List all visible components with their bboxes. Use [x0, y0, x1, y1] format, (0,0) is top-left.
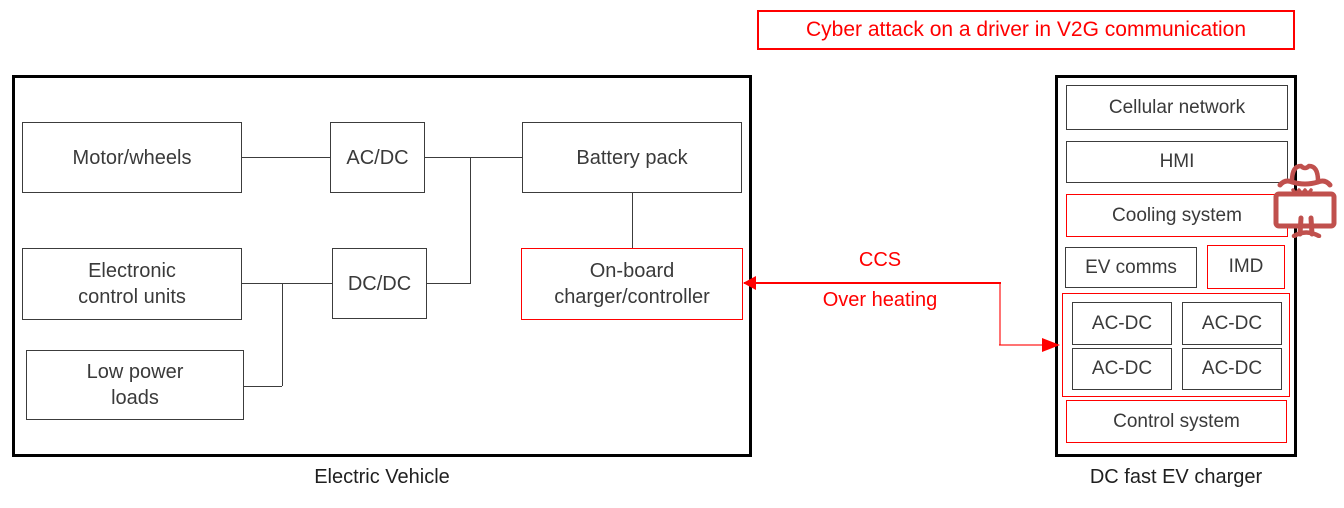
control-system-label: Control system [1113, 410, 1240, 432]
ecu-label-line1: Electronic [88, 260, 176, 282]
over-heating-label: Over heating [822, 289, 938, 311]
imd-box: IMD [1207, 245, 1285, 289]
ev-comms-box: EV comms [1065, 247, 1197, 288]
ac-dc-module-group [1062, 293, 1290, 397]
ac-dc-module-label-3: AC-DC [1091, 358, 1153, 379]
ac-dc-module-box-4: AC-DC [1182, 348, 1282, 390]
battery-pack-label: Battery pack [576, 146, 688, 169]
battery-pack-box: Battery pack [522, 122, 742, 193]
hmi-label: HMI [1159, 151, 1195, 172]
electronic-control-units-box: Electronic control units [22, 248, 242, 320]
connector-lowpower-horizontal [244, 386, 282, 387]
low-power-loads-label-line1: Low power [86, 361, 184, 383]
ac-dc-module-label-1: AC-DC [1091, 312, 1153, 334]
cellular-network-box: Cellular network [1066, 85, 1288, 130]
dc-fast-charger-container [1055, 75, 1297, 457]
attack-arrow-right-head-icon [1042, 338, 1060, 352]
dc-dc-converter-box: DC/DC [332, 248, 427, 319]
attack-arrow-vertical [999, 283, 1001, 345]
ac-dc-module-box-1: AC-DC [1072, 302, 1172, 345]
hmi-box: HMI [1066, 141, 1288, 183]
ac-dc-module-label-4: AC-DC [1201, 358, 1263, 379]
connector-lowpower-vertical [282, 283, 283, 386]
low-power-loads-label-line2: loads [111, 387, 159, 409]
on-board-charger-box: On-board charger/controller [521, 248, 743, 320]
hacker-icon [1273, 163, 1337, 238]
ac-dc-converter-label: AC/DC [346, 146, 409, 169]
ac-dc-module-box-2: AC-DC [1182, 302, 1282, 345]
ac-dc-module-box-3: AC-DC [1072, 348, 1172, 390]
ac-dc-converter-box: AC/DC [330, 122, 425, 193]
connector-acdc-battery [425, 157, 522, 158]
attack-arrow-horizontal-bottom [999, 344, 1043, 346]
connector-battery-charger [632, 193, 633, 248]
connector-acdc-dcdc-vertical [470, 157, 471, 284]
ev-comms-label: EV comms [1085, 256, 1177, 278]
ac-dc-module-label-2: AC-DC [1201, 312, 1263, 334]
ecu-label-line2: control units [78, 286, 186, 308]
ccs-label: CCS [858, 249, 902, 271]
attack-arrow-left-head-icon [743, 276, 756, 290]
cooling-system-box: Cooling system [1066, 194, 1288, 237]
attack-banner-label: Cyber attack on a driver in V2G communic… [805, 18, 1247, 41]
connector-motor-acdc [242, 157, 330, 158]
motor-wheels-box: Motor/wheels [22, 122, 242, 193]
control-system-box: Control system [1066, 400, 1287, 443]
electric-vehicle-container [12, 75, 752, 457]
electric-vehicle-caption: Electric Vehicle [314, 466, 450, 488]
dc-dc-converter-label: DC/DC [347, 272, 412, 295]
connector-ecu-dcdc [242, 283, 332, 284]
connector-dcdc-junction [427, 283, 470, 284]
motor-wheels-label: Motor/wheels [72, 146, 192, 169]
imd-label: IMD [1228, 256, 1264, 277]
on-board-charger-label-line1: On-board [589, 260, 675, 282]
attack-banner: Cyber attack on a driver in V2G communic… [757, 10, 1295, 50]
low-power-loads-box: Low power loads [26, 350, 244, 420]
on-board-charger-label-line2: charger/controller [554, 286, 710, 308]
cellular-network-label: Cellular network [1108, 96, 1246, 118]
attack-arrow-horizontal-top [744, 282, 1001, 284]
dc-fast-charger-caption: DC fast EV charger [1089, 466, 1263, 488]
cooling-system-label: Cooling system [1112, 204, 1242, 226]
